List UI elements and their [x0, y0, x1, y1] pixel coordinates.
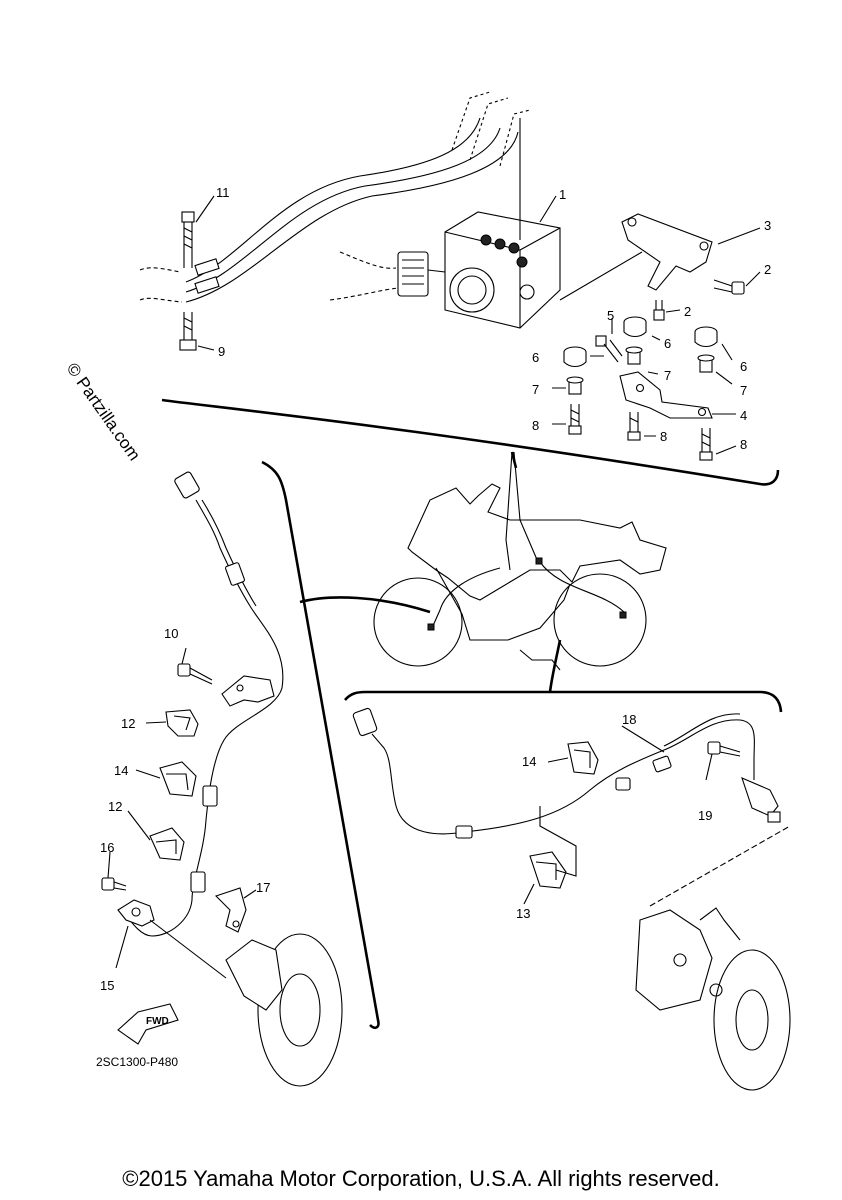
bolt-9 [179, 312, 197, 351]
brake-pipes [139, 91, 531, 303]
bolt-8-right [699, 428, 713, 461]
bracket-4 [619, 371, 713, 419]
leader-lines-top [195, 195, 761, 455]
bolt-2-mid [653, 300, 665, 321]
callout-3: 3 [764, 218, 771, 233]
leader-lines-left [107, 647, 257, 969]
right-panel-border [344, 690, 783, 713]
callout-7-mid: 7 [664, 368, 671, 383]
bracket-17 [214, 887, 247, 933]
clamp-13 [529, 851, 567, 889]
bolt-10 [177, 663, 213, 685]
callout-6-left: 6 [532, 350, 539, 365]
callout-numbers: 1 3 2 2 5 6 6 6 7 7 7 4 8 8 8 11 9 10 12… [100, 185, 771, 993]
callout-16: 16 [100, 840, 114, 855]
rear-brake-caliper-disc [635, 825, 791, 1091]
bolt-19 [707, 741, 741, 757]
collar-7-mid [625, 346, 643, 365]
callout-17: 17 [256, 880, 270, 895]
left-panel-border [261, 460, 380, 1030]
leader-lines-right [523, 725, 713, 905]
callout-14-right: 14 [522, 754, 536, 769]
front-brake-caliper-disc [149, 919, 343, 1087]
callout-2-mid: 2 [684, 304, 691, 319]
callout-13: 13 [516, 906, 530, 921]
callout-1: 1 [559, 187, 566, 202]
damper-6-mid [623, 316, 647, 338]
callout-8-left: 8 [532, 418, 539, 433]
callout-9: 9 [218, 344, 225, 359]
bolt-2-right [713, 279, 745, 295]
bolt-8-mid [627, 412, 641, 441]
collar-7-right [697, 354, 715, 373]
abs-hydraulic-unit [397, 211, 561, 329]
clamp-13-outline [539, 806, 577, 877]
callout-18: 18 [622, 712, 636, 727]
clamp-14-left [159, 761, 197, 797]
callout-12-bottom: 12 [108, 799, 122, 814]
top-panel-border [161, 398, 780, 486]
watermark: © Partzilla.com [63, 359, 144, 464]
bolt-11 [181, 211, 195, 268]
callout-8-right: 8 [740, 437, 747, 452]
bolt-8-left [568, 404, 582, 435]
callout-6-mid: 6 [664, 336, 671, 351]
copyright-notice: ©2015 Yamaha Motor Corporation, U.S.A. A… [122, 1166, 720, 1191]
bracket-3 [559, 213, 713, 301]
callout-10: 10 [164, 626, 178, 641]
screw-5 [595, 335, 623, 363]
callout-14-left: 14 [114, 763, 128, 778]
clamp-12-bottom [149, 827, 185, 861]
front-sensor-harness [121, 471, 284, 937]
callout-11: 11 [216, 185, 230, 200]
rear-wheel-sensor [741, 777, 781, 823]
diagram-code: 2SC1300-P480 [96, 1055, 178, 1069]
callout-12-top: 12 [121, 716, 135, 731]
fwd-label: FWD [146, 1016, 169, 1027]
callout-19: 19 [698, 808, 712, 823]
callout-2-right: 2 [764, 262, 771, 277]
motorcycle-overview [299, 451, 667, 693]
bolt-16 [101, 877, 127, 891]
clamp-14-right [567, 741, 599, 775]
callout-15: 15 [100, 978, 114, 993]
collar-7-left [566, 376, 584, 395]
callout-7-left: 7 [532, 382, 539, 397]
callout-7-right: 7 [740, 383, 747, 398]
callout-5: 5 [607, 308, 614, 323]
clamp-12-top [165, 709, 199, 737]
bracket-front [221, 675, 275, 707]
callout-4: 4 [740, 408, 747, 423]
damper-6-right [694, 326, 718, 348]
damper-6-left [563, 346, 587, 368]
callout-8-mid: 8 [660, 429, 667, 444]
callout-6-right: 6 [740, 359, 747, 374]
rear-sensor-harness [352, 707, 755, 839]
fwd-arrow: FWD [117, 1003, 179, 1045]
front-wheel-sensor [117, 899, 155, 927]
